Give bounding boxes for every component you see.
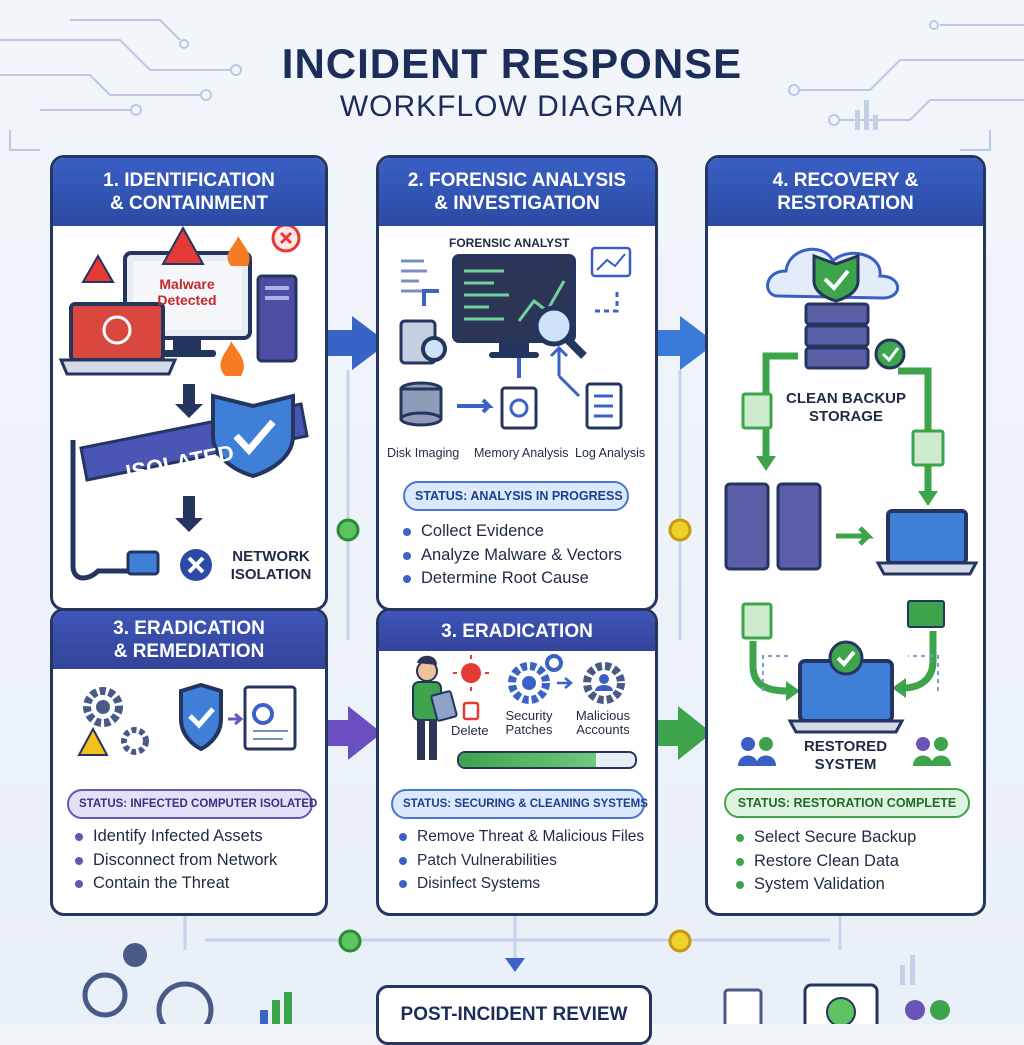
bullet-text: Analyze Malware & Vectors	[421, 545, 622, 564]
bullet-dot	[403, 528, 411, 536]
arrow-2-to-4	[642, 316, 716, 370]
page-subtitle: WORKFLOW DIAGRAM	[339, 90, 685, 123]
panel-header: 2. FORENSIC ANALYSIS & INVESTIGATION	[379, 158, 655, 226]
network-isolation-label: NETWORK ISOLATION	[221, 548, 321, 584]
forensic-analyst-label: FORENSIC ANALYST	[449, 236, 570, 250]
panel-header-line: & INVESTIGATION	[434, 193, 600, 214]
bullet-list: Collect Evidence Analyze Malware & Vecto…	[401, 520, 622, 591]
background-circuit-decoration	[0, 19, 1024, 151]
panel-header-line: 4. RECOVERY &	[772, 170, 919, 191]
panel-header-line: 3. ERADICATION	[113, 618, 265, 639]
status-badge: STATUS: SECURING & CLEANING SYSTEMS	[391, 789, 648, 819]
list-item: Patch Vulnerabilities	[397, 849, 644, 873]
bullet-dot	[736, 834, 744, 842]
progress-bar	[457, 751, 637, 769]
bullet-list: Select Secure Backup Restore Clean Data …	[734, 826, 916, 897]
backup-label-line: STORAGE	[809, 408, 883, 425]
restored-system-label: RESTORED SYSTEM	[793, 738, 898, 774]
bullet-dot	[399, 856, 407, 865]
panel-eradication: 3. ERADICATION Delete Security Patches M…	[376, 608, 658, 916]
list-item: Analyze Malware & Vectors	[401, 544, 622, 568]
list-item: Determine Root Cause	[401, 567, 622, 591]
arrow-3b-to-4	[642, 706, 712, 760]
network-label-line: NETWORK	[232, 548, 310, 565]
list-item: Contain the Threat	[73, 872, 277, 896]
infected-computers-illustration	[58, 226, 309, 581]
panel-header: 4. RECOVERY & RESTORATION	[708, 158, 983, 226]
restored-label-line: RESTORED	[803, 738, 888, 755]
bullet-dot	[75, 856, 83, 865]
list-item: Collect Evidence	[401, 520, 622, 544]
tool-disk-imaging: Disk Imaging	[387, 446, 460, 460]
panel-recovery-restoration: 4. RECOVERY & RESTORATION	[705, 155, 986, 916]
bullet-dot	[736, 881, 744, 889]
list-item: Identify Infected Assets	[73, 825, 277, 849]
tool-memory-analysis: Memory Analysis	[474, 446, 569, 460]
panel-eradication-remediation: 3. ERADICATION & REMEDIATION STATUS: INF…	[50, 608, 328, 916]
restored-label-line: SYSTEM	[814, 756, 877, 773]
forensic-workstation-illustration	[399, 246, 632, 430]
panel-header-line: 1. IDENTIFICATION	[103, 170, 275, 191]
panel-header: 3. ERADICATION	[379, 611, 655, 651]
bullet-text: Disinfect Systems	[417, 875, 541, 892]
panel-header-line: & CONTAINMENT	[110, 193, 268, 214]
panel-identification-containment: 1. IDENTIFICATION & CONTAINMENT	[50, 155, 328, 611]
post-incident-review-box: POST-INCIDENT REVIEW	[376, 985, 652, 1045]
network-label-line: ISOLATION	[230, 566, 312, 583]
arrow-3a-to-3b	[313, 706, 382, 760]
eradication-illustration	[412, 654, 625, 760]
list-item: Select Secure Backup	[734, 826, 916, 850]
panel-header: 1. IDENTIFICATION & CONTAINMENT	[53, 158, 325, 226]
list-item: Restore Clean Data	[734, 850, 916, 874]
backup-label-line: CLEAN BACKUP	[786, 390, 906, 407]
arrow-1-to-2	[313, 316, 388, 370]
bullet-text: Contain the Threat	[93, 874, 230, 892]
bullet-list: Identify Infected Assets Disconnect from…	[73, 825, 277, 896]
list-item: Disconnect from Network	[73, 849, 277, 873]
bullet-text: Remove Threat & Malicious Files	[417, 828, 645, 845]
bullet-dot	[75, 880, 83, 888]
status-badge: STATUS: RESTORATION COMPLETE	[724, 788, 970, 818]
action-malicious-accounts: Malicious Accounts	[575, 708, 631, 737]
bullet-list: Remove Threat & Malicious Files Patch Vu…	[397, 825, 644, 896]
panel-header-line: RESTORATION	[777, 193, 914, 214]
bullet-dot	[399, 880, 407, 888]
panel-header-line: 2. FORENSIC ANALYSIS	[407, 170, 627, 191]
list-item: Remove Threat & Malicious Files	[397, 825, 644, 849]
status-badge: STATUS: INFECTED COMPUTER ISOLATED	[67, 789, 317, 819]
status-badge: STATUS: ANALYSIS IN PROGRESS	[403, 481, 629, 511]
bullet-dot	[75, 833, 83, 841]
bullet-dot	[399, 833, 407, 841]
panel-header-line: & REMEDIATION	[113, 641, 265, 662]
malware-label-line: Malware	[159, 276, 215, 292]
list-item: Disinfect Systems	[397, 872, 644, 896]
remediation-illustration	[77, 682, 297, 756]
bullet-text: Select Secure Backup	[754, 828, 917, 846]
bullet-text: Patch Vulnerabilities	[417, 851, 557, 869]
bullet-text: System Validation	[754, 875, 885, 893]
panel-header-line: 3. ERADICATION	[441, 620, 593, 642]
malware-detected-label: Malware Detected	[137, 276, 237, 308]
workflow-connectors	[82, 316, 950, 1024]
action-delete: Delete	[451, 723, 489, 738]
clean-backup-storage-label: CLEAN BACKUP STORAGE	[776, 390, 916, 426]
bullet-text: Identify Infected Assets	[93, 827, 263, 845]
bullet-text: Collect Evidence	[421, 522, 544, 540]
bullet-dot	[403, 575, 411, 583]
bullet-text: Restore Clean Data	[754, 851, 899, 870]
bullet-text: Disconnect from Network	[93, 850, 278, 869]
bullet-dot	[736, 857, 744, 866]
bullet-dot	[403, 551, 411, 560]
action-security-patches: Security Patches	[505, 708, 553, 737]
page-title: INCIDENT RESPONSE	[281, 40, 743, 87]
bullet-text: Determine Root Cause	[421, 569, 589, 587]
progress-fill	[459, 753, 597, 767]
panel-forensic-analysis: 2. FORENSIC ANALYSIS & INVESTIGATION FOR…	[376, 155, 658, 611]
tool-log-analysis: Log Analysis	[575, 446, 646, 460]
list-item: System Validation	[734, 873, 916, 897]
panel-header: 3. ERADICATION & REMEDIATION	[53, 611, 325, 669]
malware-label-line: Detected	[157, 292, 217, 308]
recovery-illustration	[724, 247, 979, 766]
